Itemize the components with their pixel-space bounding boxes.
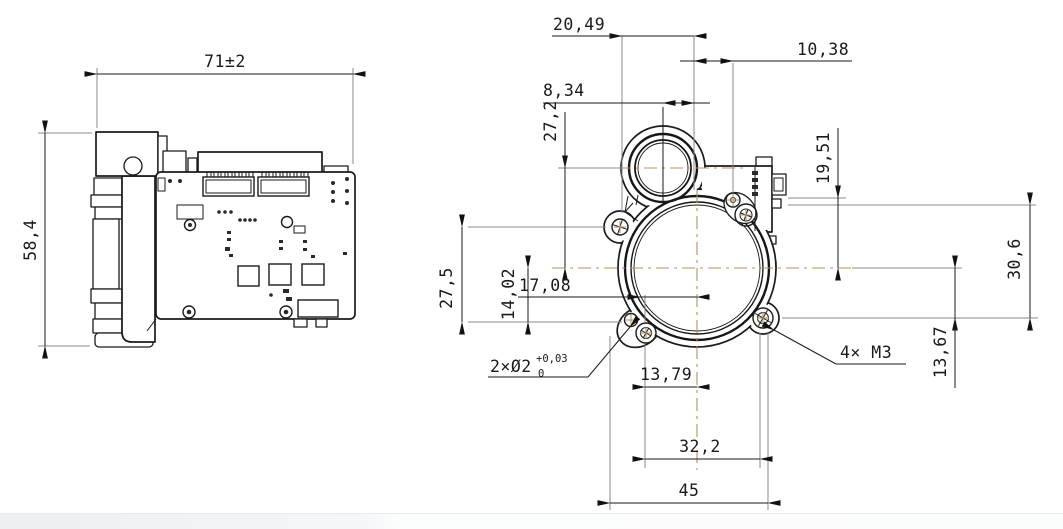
- dim-lens-center-offset: 8,34: [543, 81, 585, 100]
- pin-hole-note-tol-upper: +0,03: [536, 353, 568, 365]
- dim-bottom-right-offset: 13,67: [931, 326, 950, 378]
- dim-top-right-offset: 10,38: [797, 40, 849, 59]
- dim-mount-hole-width: 32,2: [679, 437, 721, 456]
- pin-hole-note-label: 2×Ø2: [490, 357, 532, 376]
- pin-header-right: [257, 171, 310, 197]
- side-view-dimensions: 71±2 58,4: [21, 52, 366, 359]
- dim-center-to-left-hole: 17,08: [519, 276, 571, 295]
- thread-note: 4× M3: [761, 321, 906, 365]
- pin-hole-note-tol-lower: 0: [538, 368, 544, 380]
- dim-side-width: 71±2: [204, 52, 246, 71]
- dim-lens-vertical-spacing: 27,2: [541, 100, 560, 142]
- housing-body: [121, 175, 156, 343]
- top-connector: [197, 151, 323, 175]
- dim-left-hole-spacing: 27,5: [437, 267, 456, 309]
- dim-right-height: 30,6: [1005, 238, 1024, 280]
- top-block-hole: [123, 156, 143, 176]
- side-view: [90, 131, 356, 348]
- pcb: [155, 171, 356, 320]
- pcb-components: [157, 177, 349, 319]
- front-view-dimensions: 20,49 10,38 8,34 27,2 19,51 30,6 13,67 2…: [437, 15, 1038, 510]
- pin-header-left: [202, 171, 255, 197]
- footer-strip: [0, 513, 1063, 529]
- front-view: [552, 125, 852, 470]
- thread-note-label: 4× M3: [840, 343, 892, 362]
- dim-bottom-hole-offset: 13,79: [640, 365, 692, 384]
- dim-side-height: 58,4: [21, 219, 40, 261]
- dim-overall-width: 45: [679, 481, 700, 500]
- dim-connector-top-offset: 19,51: [814, 132, 833, 184]
- pin-hole-note: 2×Ø2 +0,03 0: [488, 315, 641, 380]
- dim-top-width: 20,49: [553, 15, 605, 34]
- dim-center-to-bottom-hole: 14,02: [499, 268, 518, 320]
